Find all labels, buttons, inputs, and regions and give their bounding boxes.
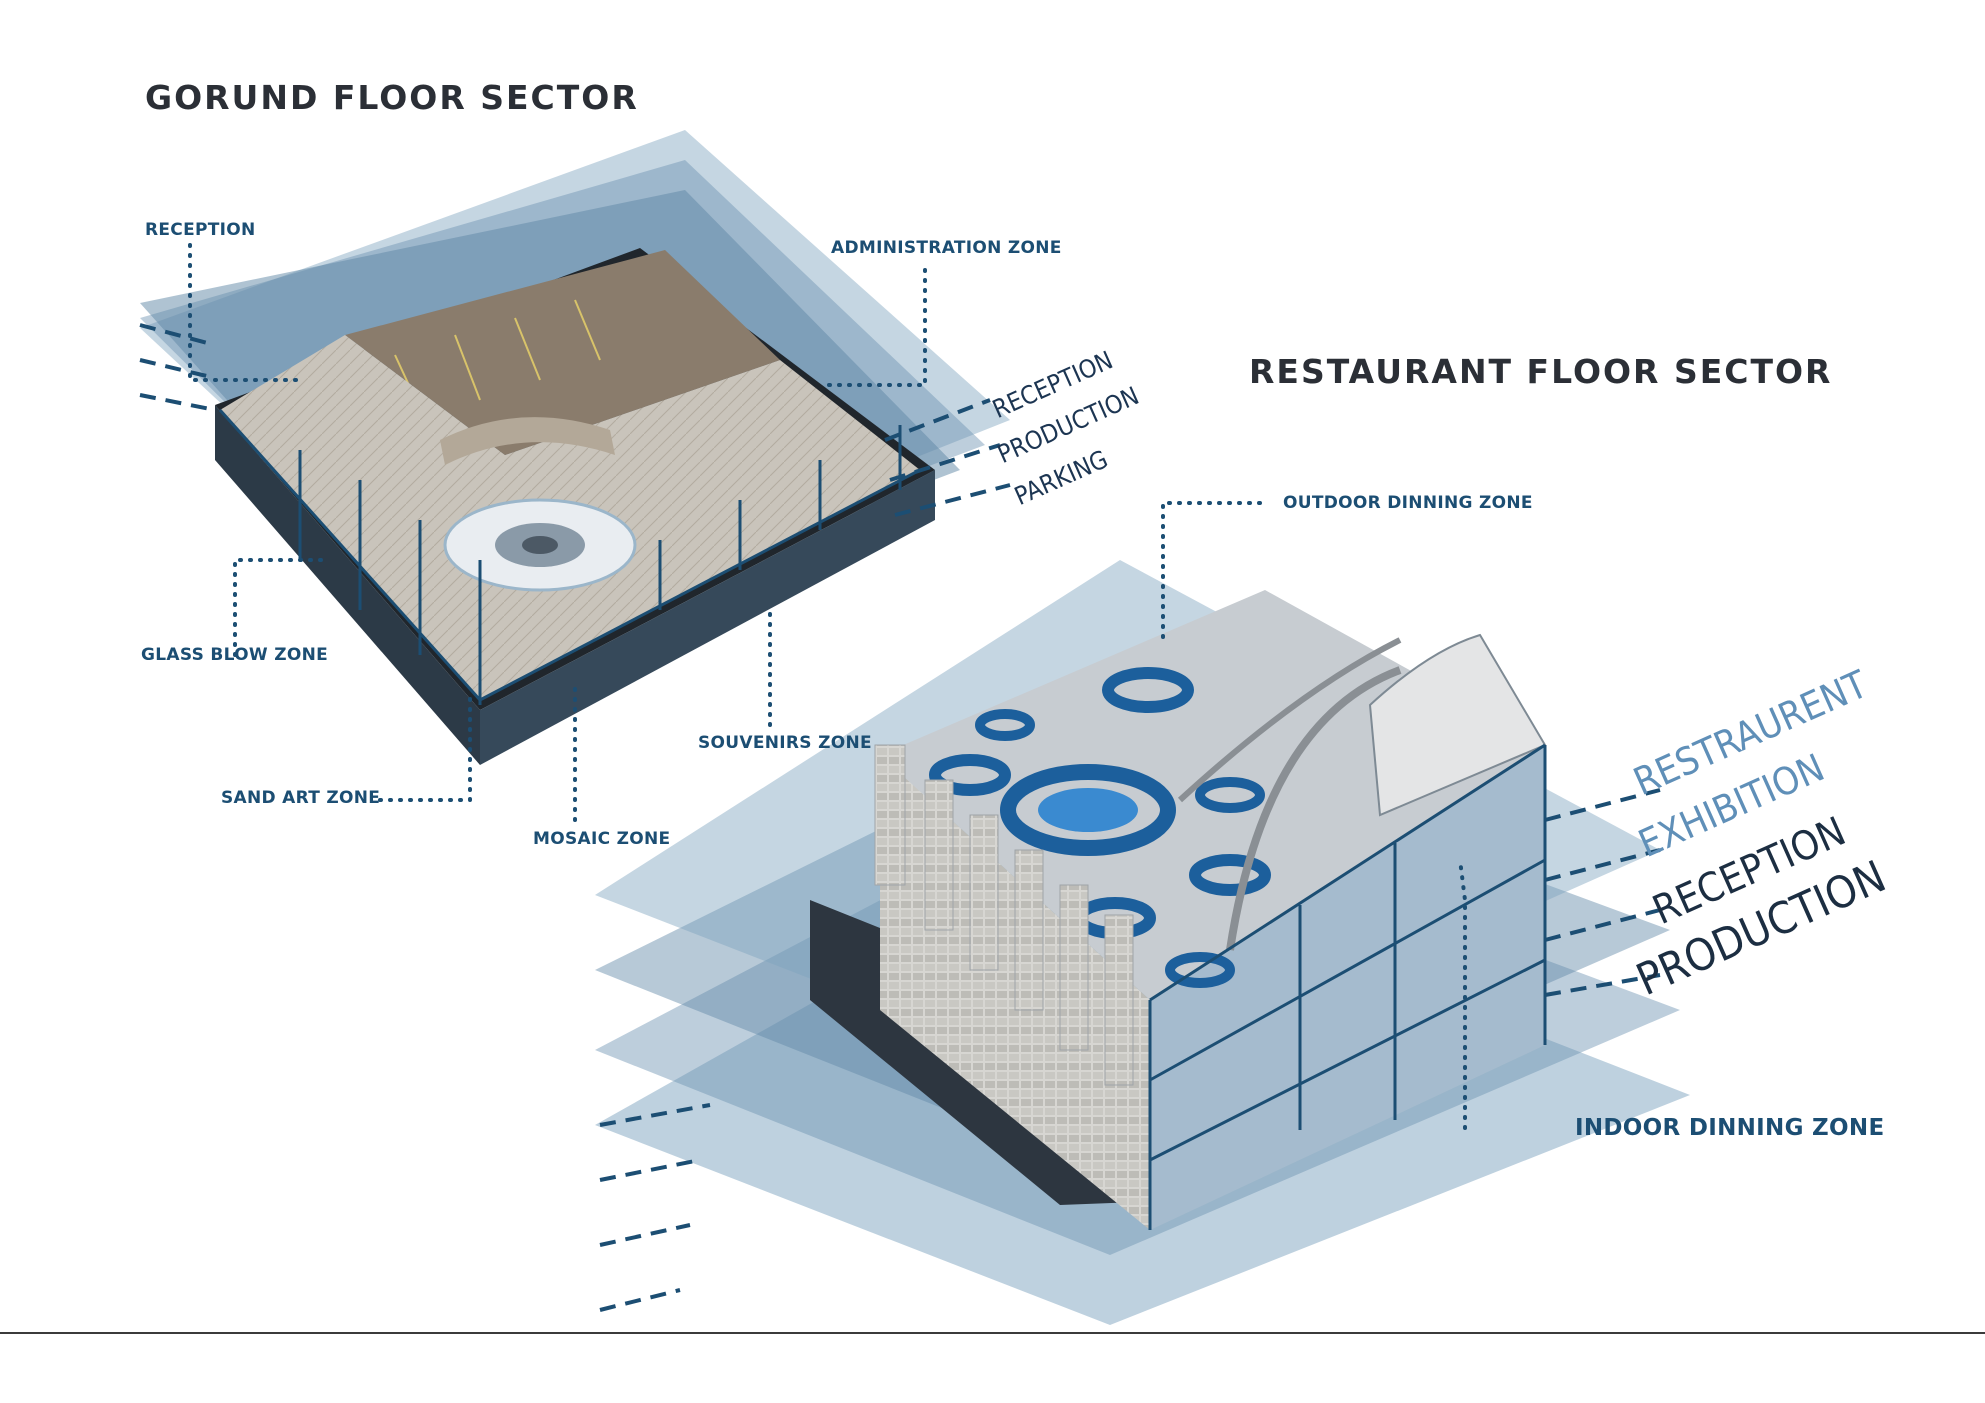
zone-label-souvenirs: SOUVENIRS ZONE xyxy=(698,733,872,753)
restaurant-building xyxy=(810,590,1547,1230)
zone-label-administration: ADMINISTRATION ZONE xyxy=(831,238,1062,258)
bottom-rule xyxy=(0,1332,1985,1334)
restaurant-sector-title: RESTAURANT FLOOR SECTOR xyxy=(1249,352,1833,391)
zone-label-glass-blow: GLASS BLOW ZONE xyxy=(141,645,329,665)
zone-label-sand-art: SAND ART ZONE xyxy=(221,788,381,808)
zone-label-indoor-dining: INDOOR DINNING ZONE xyxy=(1575,1115,1885,1141)
ground-sector-title: GORUND FLOOR SECTOR xyxy=(145,78,639,117)
restaurant-layer-dashes xyxy=(599,788,1661,1312)
restaurant-leader-lines xyxy=(1161,501,1467,1130)
ground-building xyxy=(215,248,935,765)
ground-layer-dashes xyxy=(139,323,1011,517)
ground-leader-lines xyxy=(188,243,927,822)
zone-label-outdoor-dining: OUTDOOR DINNING ZONE xyxy=(1283,493,1533,513)
zone-label-mosaic: MOSAIC ZONE xyxy=(533,829,671,849)
zone-label-reception: RECEPTION xyxy=(145,220,256,240)
